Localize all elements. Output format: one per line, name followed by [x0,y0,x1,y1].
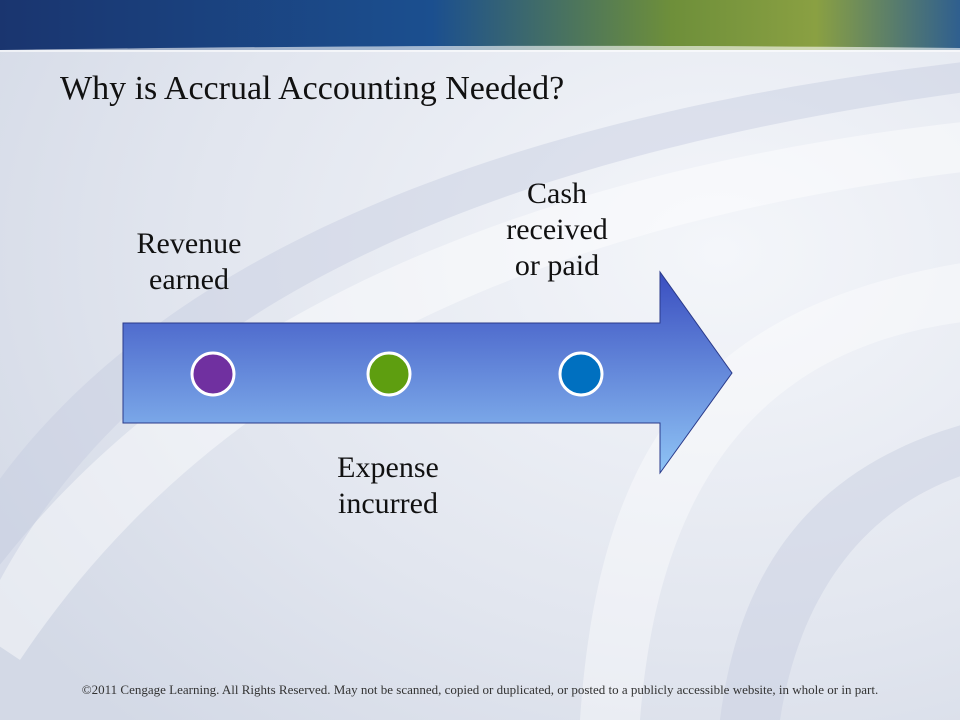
slide-title: Why is Accrual Accounting Needed? [60,70,565,107]
milestone-dot-cash [558,351,604,397]
copyright-footer: ©2011 Cengage Learning. All Rights Reser… [81,682,879,697]
label-expense-incurred: Expense incurred [337,451,439,520]
milestone-dot-expense [366,351,412,397]
timeline-arrow [122,270,733,475]
label-cash-received-or-paid: Cash received or paid [506,177,608,282]
milestone-dot-revenue [190,351,236,397]
label-revenue-earned: Revenue earned [136,227,242,296]
